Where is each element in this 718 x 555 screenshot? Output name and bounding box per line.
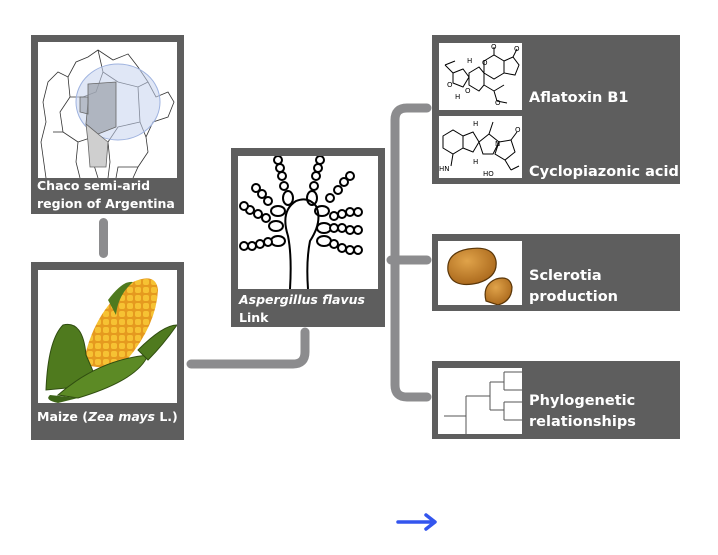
svg-text:H: H bbox=[473, 120, 478, 128]
host-label: Maize (Zea mays L.) bbox=[37, 408, 178, 426]
svg-text:O: O bbox=[482, 59, 488, 67]
svg-text:O: O bbox=[465, 87, 471, 95]
svg-text:O: O bbox=[447, 81, 453, 89]
phylogeny-label-line1: Phylogenetic bbox=[529, 393, 636, 409]
organism-node: Aspergillus flavus Link bbox=[231, 148, 385, 327]
region-label: Chaco semi-arid region of Argentina bbox=[37, 177, 175, 213]
connector-region-host bbox=[99, 218, 108, 258]
svg-text:O: O bbox=[514, 45, 520, 53]
connector-organism-branches bbox=[386, 103, 432, 402]
svg-text:N: N bbox=[495, 140, 500, 148]
svg-text:O: O bbox=[515, 126, 521, 134]
svg-text:H: H bbox=[473, 158, 478, 166]
host-node: Maize (Zea mays L.) bbox=[31, 262, 184, 440]
organism-label: Aspergillus flavus Link bbox=[239, 291, 385, 327]
phylogeny-label: Phylogenetic relationships bbox=[529, 391, 636, 433]
phylogeny-node: Phylogenetic relationships bbox=[432, 361, 680, 439]
svg-text:H: H bbox=[455, 93, 460, 101]
region-label-line2: region of Argentina bbox=[37, 196, 175, 211]
svg-text:HO: HO bbox=[483, 170, 494, 178]
svg-text:HN: HN bbox=[439, 165, 450, 173]
corn-cob-icon bbox=[38, 270, 177, 403]
host-label-species: Zea mays bbox=[87, 409, 155, 424]
phylogenetic-tree-icon bbox=[438, 368, 522, 434]
sclerotia-node: Sclerotia production bbox=[432, 234, 680, 311]
region-label-line1: Chaco semi-arid bbox=[37, 178, 151, 193]
map-of-northern-argentina-icon bbox=[38, 42, 177, 178]
host-label-suffix: L.) bbox=[154, 409, 178, 424]
conidia-chains bbox=[239, 156, 363, 255]
right-arrow-icon[interactable] bbox=[396, 512, 440, 532]
sclerotia-label-line2: production bbox=[529, 289, 618, 305]
svg-text:H: H bbox=[467, 57, 472, 65]
region-node: Chaco semi-arid region of Argentina bbox=[31, 35, 184, 214]
connector-host-organism bbox=[186, 327, 310, 369]
host-label-prefix: Maize ( bbox=[37, 409, 88, 424]
cyclopiazonic-acid-label: Cyclopiazonic acid bbox=[529, 164, 679, 180]
phylogeny-label-line2: relationships bbox=[529, 414, 636, 430]
sclerotia-label: Sclerotia production bbox=[529, 266, 618, 308]
svg-text:O: O bbox=[491, 43, 497, 51]
organism-label-authority: Link bbox=[239, 310, 269, 325]
organism-label-species: Aspergillus flavus bbox=[239, 292, 365, 307]
conidiophore-icon bbox=[238, 156, 378, 289]
aflatoxin-b1-label: Aflatoxin B1 bbox=[529, 90, 629, 106]
sclerotia-label-line1: Sclerotia bbox=[529, 268, 602, 284]
sclerotia-icon bbox=[438, 241, 522, 305]
svg-text:O: O bbox=[495, 99, 501, 107]
